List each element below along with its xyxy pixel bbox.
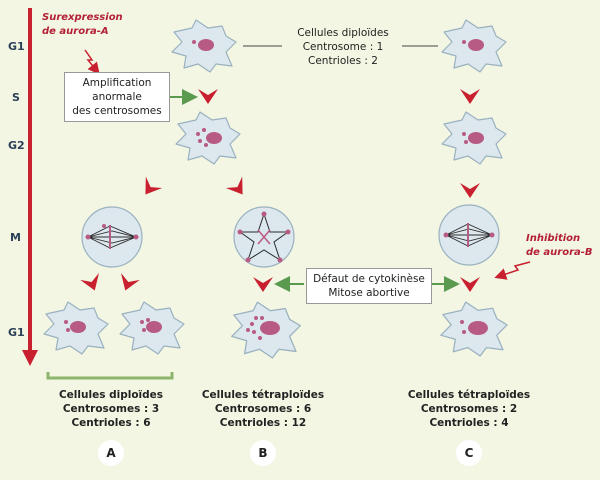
letter-c: C [456,440,482,466]
inhibition-note: Inhibition de aurora-B [526,232,593,260]
phase-s: S [12,91,20,104]
cell-final-c [440,301,508,357]
chevron-a-left [80,273,100,291]
inhibition-arrow [494,261,531,280]
cell-g2-b [175,111,241,165]
result-a-line-1: Cellules diploïdes [58,389,164,401]
result-b-line-2: Centrosomes : 6 [214,403,312,415]
result-c-line-2: Centrosomes : 2 [420,403,518,415]
overexpression-line-1: Surexpression [42,12,123,23]
chevron-c2 [460,183,480,198]
phase-m: M [10,231,21,244]
phase-g1-end: G1 [8,326,25,339]
cell-diploid-top-b [171,19,237,73]
cell-final-a-right [119,301,185,355]
cell-final-b [231,301,301,359]
inhibition-line-2: de aurora-B [526,247,593,258]
overexpression-line-2: de aurora-A [42,26,109,37]
result-c-line-3: Centrioles : 4 [429,417,509,429]
chevron-a-right [120,273,140,291]
amplification-line-3: des centrosomes [72,105,162,117]
amplification-box: Amplification anormale des centrosomes [64,72,170,122]
overexpression-note: Surexpression de aurora-A [42,11,123,39]
chevron-b3 [253,277,273,292]
bracket-a [46,372,174,380]
cell-diploid-top-c [441,19,507,73]
top-label-line-3: Centrioles : 2 [308,55,378,67]
result-b-line-3: Centrioles : 12 [219,417,307,429]
cell-g2-c [441,111,507,165]
chevron-c1 [460,89,480,104]
result-a-label: Cellules diploïdes Centrosomes : 3 Centr… [44,388,178,430]
top-diploid-label: Cellules diploïdes Centrosome : 1 Centri… [284,26,402,68]
amplification-line-1: Amplification [82,77,152,89]
result-c-label: Cellules tétraploïdes Centrosomes : 2 Ce… [402,388,536,430]
top-label-line-1: Cellules diploïdes [297,27,389,39]
result-a-line-2: Centrosomes : 3 [62,403,160,415]
letter-b: B [250,440,276,466]
timeline-arrowhead [22,350,38,366]
top-label-line-2: Centrosome : 1 [302,41,384,53]
result-a-line-3: Centrioles : 6 [71,417,151,429]
cytokinesis-box: Défaut de cytokinèse Mitose abortive [306,268,432,304]
mitotic-cell-b [233,206,295,268]
inhibition-line-1: Inhibition [526,233,581,244]
chevron-b-split [225,176,243,195]
amplification-line-2: anormale [92,91,142,103]
result-c-line-1: Cellules tétraploïdes [407,389,531,401]
letter-a: A [98,440,124,466]
overexpression-arrow [84,49,100,75]
mitotic-cell-c [438,204,500,266]
result-b-label: Cellules tétraploïdes Centrosomes : 6 Ce… [196,388,330,430]
cytokinesis-line-2: Mitose abortive [328,287,410,299]
cytokinesis-line-1: Défaut de cytokinèse [313,273,425,285]
cell-final-a-left [43,301,109,355]
result-b-line-1: Cellules tétraploïdes [201,389,325,401]
mitotic-cell-a [81,206,143,268]
phase-g2: G2 [8,139,25,152]
phase-g1-start: G1 [8,40,25,53]
chevron-b1 [198,89,218,104]
chevron-a-split [145,176,163,195]
chevron-c3 [460,277,480,292]
